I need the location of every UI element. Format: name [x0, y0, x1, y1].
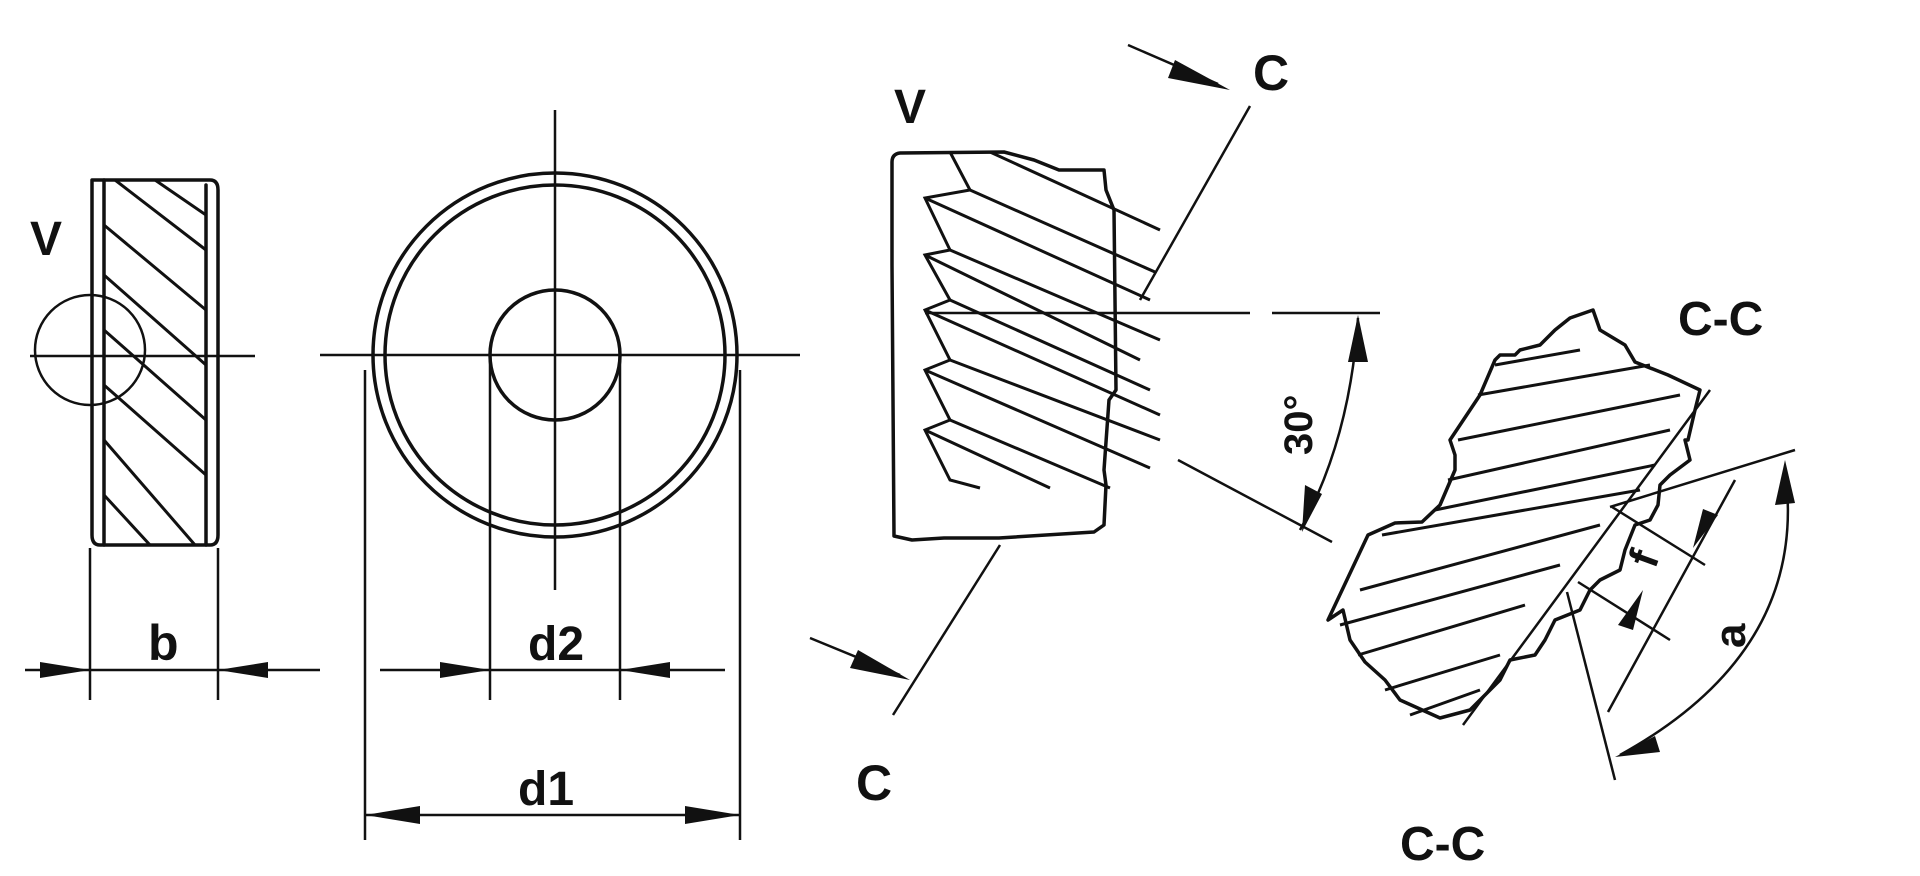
thread-lines — [922, 150, 1161, 490]
label-v-side: V — [30, 213, 62, 266]
detail-v-circle — [33, 293, 147, 407]
front-view: d2 d1 — [320, 110, 800, 840]
label-c-top: C — [1253, 45, 1289, 101]
section-hatching — [1339, 348, 1681, 717]
side-hatching — [102, 178, 207, 547]
label-cc-bottom: C-C — [1400, 818, 1485, 871]
label-d1: d1 — [518, 763, 574, 816]
label-a: a — [1706, 623, 1755, 648]
label-30deg: 30° — [1277, 395, 1321, 456]
section-view: C-C C-C f a — [1326, 293, 1796, 871]
label-cc-top: C-C — [1678, 293, 1763, 346]
label-f: f — [1619, 543, 1668, 573]
detail-view: C C V 30° — [809, 43, 1380, 811]
label-b: b — [148, 615, 179, 671]
side-view: V b — [25, 178, 320, 700]
label-c-bottom: C — [856, 755, 892, 811]
label-d2: d2 — [528, 618, 584, 671]
label-v-detail: V — [894, 81, 926, 134]
